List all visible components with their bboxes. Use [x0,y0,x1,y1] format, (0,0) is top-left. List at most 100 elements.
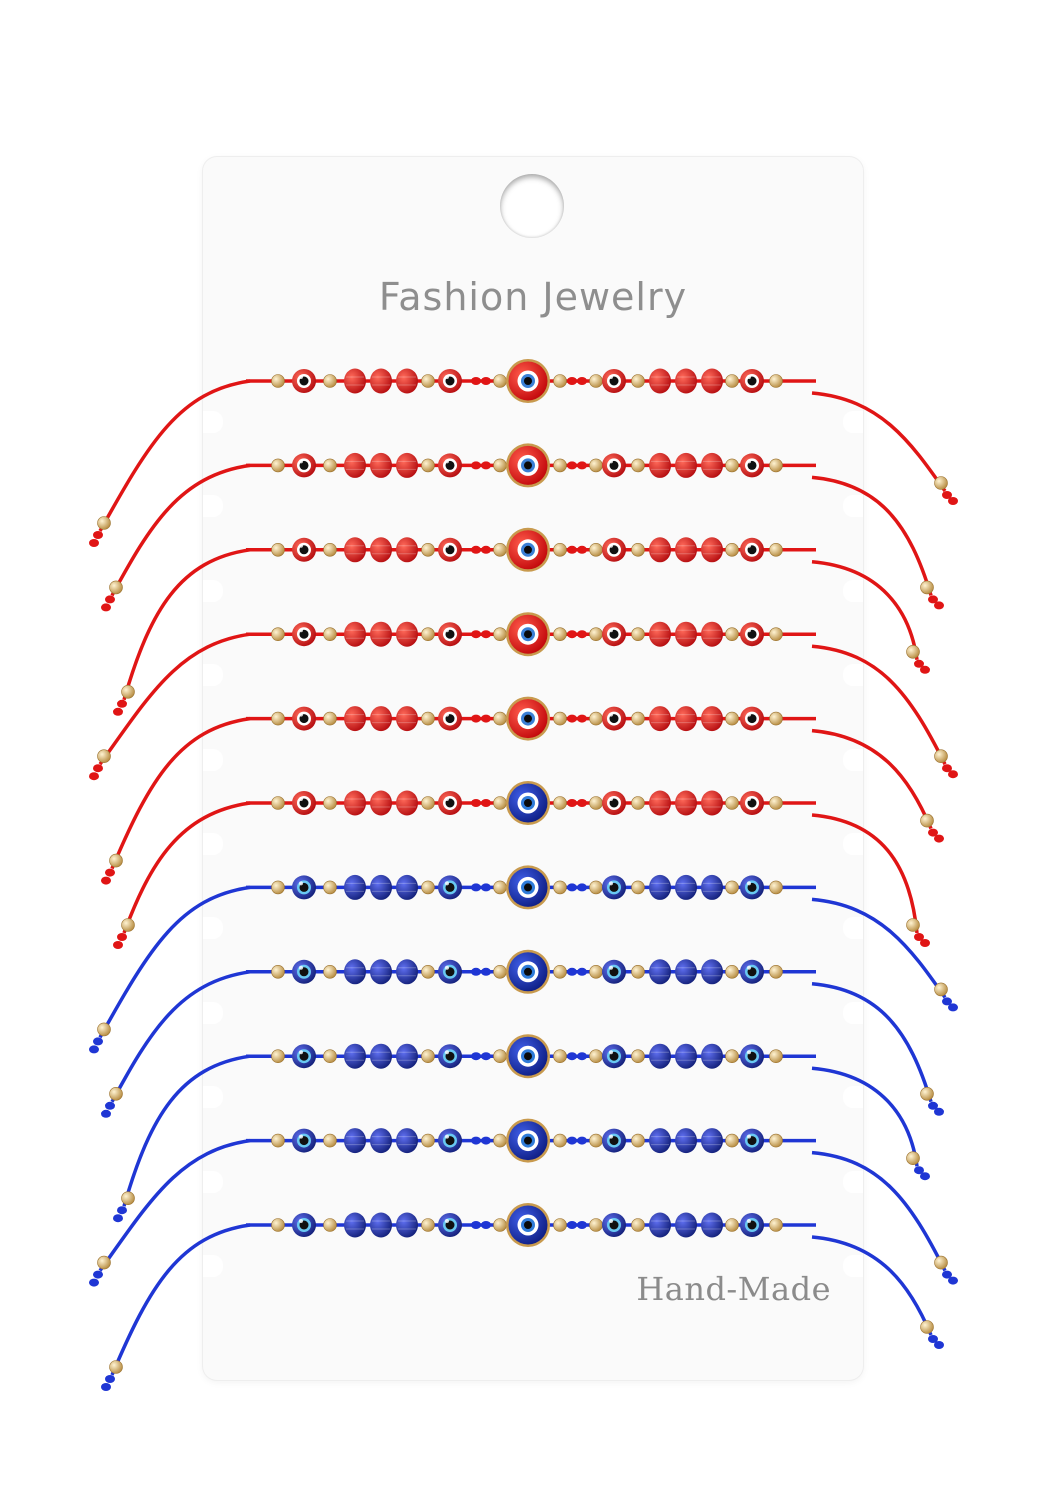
cord-knot [948,1003,958,1012]
crystal-bead [701,959,723,985]
gold-bead [97,1255,111,1270]
cord-knot [471,799,481,807]
cord-knot [567,883,577,892]
cord-knot [89,539,99,547]
center-evil-eye-charm [506,527,550,572]
gold-bead [493,796,507,810]
gold-bead [631,542,645,557]
gold-bead [553,627,567,642]
card-notch [843,1170,863,1193]
gold-bead [323,1218,337,1232]
gold-bead [631,627,645,642]
cord-knot [105,868,115,877]
small-evil-eye-bead [602,537,626,562]
bracelet [89,1118,958,1287]
gold-bead [323,542,337,557]
cord-knot [567,1052,577,1061]
cord-knot [481,461,491,470]
gold-bead [553,964,567,979]
small-evil-eye-bead [438,1128,462,1153]
gold-bead [493,711,507,726]
cord-tail [110,463,251,597]
crystal-bead [701,368,723,394]
small-evil-eye-bead [292,875,316,900]
crystal-bead [344,959,366,985]
gold-bead [906,1151,920,1165]
gold-bead [271,964,285,979]
cord-knot [920,939,930,947]
crystal-bead [396,621,418,647]
gold-bead [589,964,603,979]
gold-bead [769,374,783,388]
center-evil-eye-charm [506,612,550,657]
gold-bead [934,1255,948,1270]
cord-knot [481,1136,491,1145]
cord-knot [567,967,577,976]
cord-knot [567,461,577,470]
cord-knot [914,659,924,668]
gold-bead [631,1218,645,1232]
gold-bead [769,880,783,895]
card-notch [203,1170,223,1193]
cord-knot [101,876,111,885]
gold-bead [553,1218,567,1232]
gold-bead [421,880,435,895]
cord-knot [942,1270,952,1279]
crystal-bead [370,368,392,394]
cord-tail [110,1223,251,1376]
gold-bead [271,1133,285,1148]
cord-tail [122,1054,251,1207]
small-evil-eye-bead [602,875,626,900]
gold-bead [769,1133,783,1148]
crystal-bead [675,452,697,478]
small-evil-eye-bead [438,706,462,731]
gold-bead [323,1133,337,1148]
gold-bead [769,796,783,810]
gold-bead [271,1218,285,1232]
crystal-bead [370,874,392,900]
crystal-bead [649,959,671,985]
small-evil-eye-bead [740,453,764,478]
gold-bead [725,796,739,810]
gold-bead [421,964,435,979]
cord-tail [811,813,919,934]
crystal-bead [701,706,723,732]
gold-bead [631,711,645,726]
crystal-bead [649,790,671,816]
crystal-bead [344,621,366,647]
cord-knot [101,1109,111,1118]
small-evil-eye-bead [602,622,626,647]
small-evil-eye-bead [438,875,462,900]
cord-knot [117,699,127,708]
crystal-bead [396,537,418,563]
small-evil-eye-bead [602,706,626,731]
cord-knot [105,595,115,604]
gold-bead [421,796,435,810]
gold-bead [631,458,645,473]
crystal-bead [649,706,671,732]
gold-bead [493,1049,507,1063]
card-title: Fashion Jewelry [378,275,688,319]
gold-bead [271,458,285,473]
cord-knot [113,707,123,716]
card-notch [203,833,223,855]
gold-bead [769,542,783,557]
crystal-bead [370,1043,392,1069]
cord-knot [471,630,481,639]
gold-bead [631,880,645,895]
cord-knot [89,772,99,781]
small-evil-eye-bead [740,1213,764,1237]
cord-knot [113,941,123,949]
small-evil-eye-bead [292,1044,316,1069]
cord-knot [928,1335,938,1343]
small-evil-eye-bead [438,791,462,815]
gold-bead [493,964,507,979]
card-notch [843,1086,863,1109]
center-evil-eye-charm [506,781,550,825]
cord-knot [481,630,491,639]
gold-bead [271,796,285,810]
small-evil-eye-bead [740,959,764,984]
card-notch [843,833,863,855]
gold-bead [421,1218,435,1232]
cord-knot [928,1101,938,1110]
